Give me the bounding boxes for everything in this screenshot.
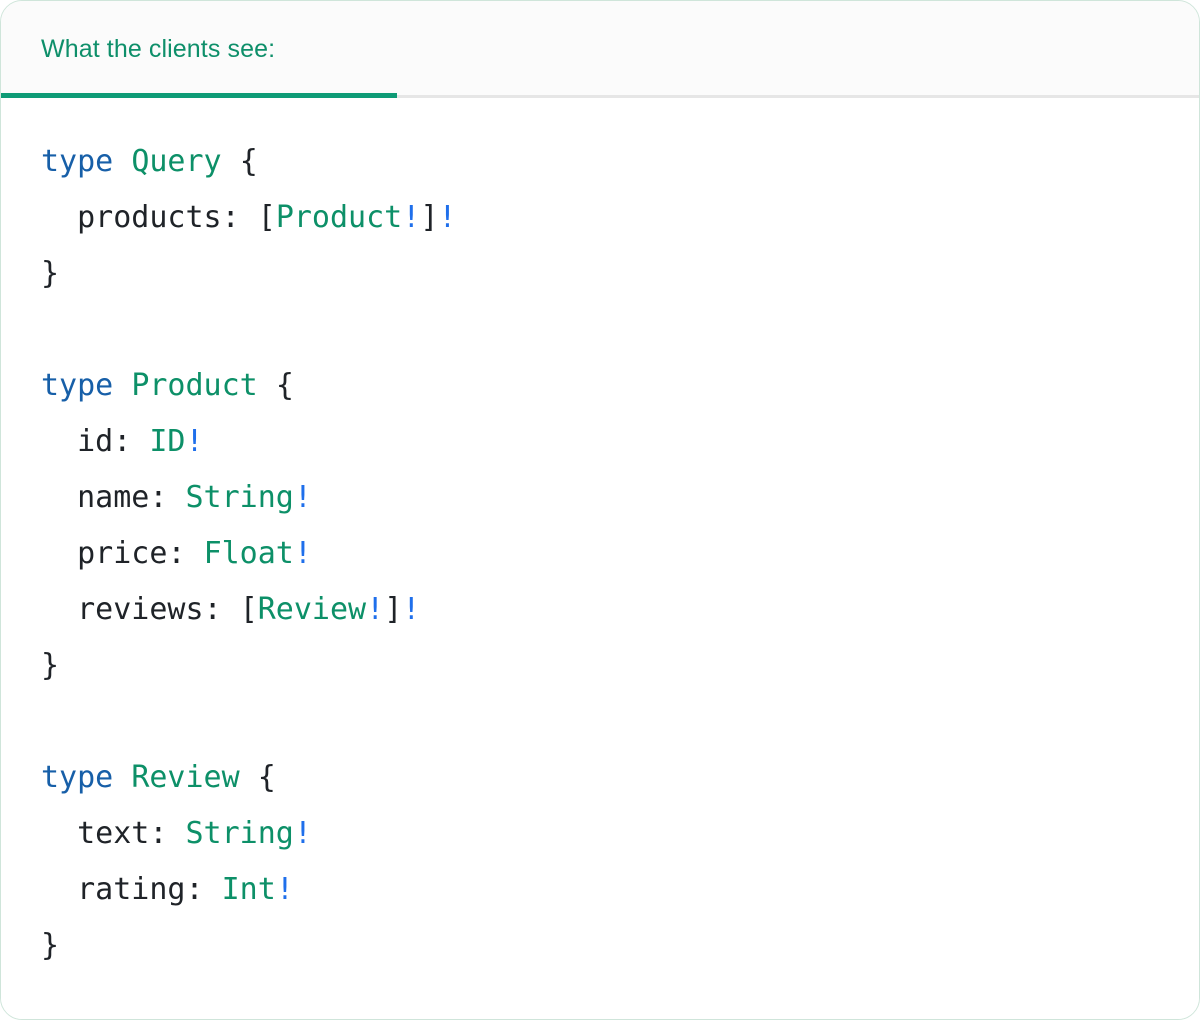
code-token-bang: ! [275,872,294,907]
code-line: rating: Int! [41,862,1159,918]
code-token-type: Int [221,872,276,907]
code-line: ​ [41,302,1159,358]
code-token-punct: : [149,480,186,515]
code-token-field: reviews [41,592,204,627]
code-token-bang: ! [402,200,421,235]
code-line: name: String! [41,470,1159,526]
code-line: reviews: [Review!]! [41,582,1159,638]
code-line: text: String! [41,806,1159,862]
code-token-kw: type [41,368,114,403]
code-token-type: Review [131,760,240,795]
code-panel: type Query { products: [Product!]!}​type… [1,98,1199,1019]
tab-active-indicator [1,93,397,98]
code-token-bang: ! [366,592,385,627]
code-token-punct: : [149,816,186,851]
code-token-kw: type [41,760,114,795]
code-token-field: products [41,200,222,235]
code-token-brace: } [41,256,60,291]
code-token-punct [258,368,276,403]
code-line: price: Float! [41,526,1159,582]
code-token-type: String [185,480,294,515]
code-token-type: Product [131,368,258,403]
code-token-bracket: ] [384,592,403,627]
code-token-punct [113,144,131,179]
code-token-bang: ! [438,200,457,235]
code-token-punct: : [113,424,150,459]
code-token-punct [113,760,131,795]
code-token-type: Query [131,144,222,179]
code-token-bang: ! [293,480,312,515]
code-token-bang: ! [293,816,312,851]
code-token-type: String [185,816,294,851]
code-token-bracket: ] [420,200,439,235]
code-token-type: Product [275,200,403,235]
code-token-brace: { [257,760,276,795]
code-token-brace: { [275,368,294,403]
code-token-bang: ! [185,424,204,459]
code-token-punct [240,760,258,795]
code-token-field: text [41,816,150,851]
code-line: products: [Product!]! [41,190,1159,246]
graphql-schema-code[interactable]: type Query { products: [Product!]!}​type… [41,134,1159,974]
code-token-type: Float [203,536,294,571]
code-token-bang: ! [293,536,312,571]
code-token-bang: ! [402,592,421,627]
code-token-punct: : [221,200,258,235]
code-token-brace: { [239,144,258,179]
code-token-field: price [41,536,168,571]
code-token-field: name [41,480,150,515]
code-token-brace: } [41,928,60,963]
code-token-punct: : [203,592,240,627]
code-token-type: ID [149,424,186,459]
tab-label: What the clients see: [41,35,276,63]
code-token-punct: : [185,872,222,907]
tab-what-the-clients-see[interactable]: What the clients see: [1,1,397,98]
code-line: } [41,638,1159,694]
code-line: type Product { [41,358,1159,414]
code-line: id: ID! [41,414,1159,470]
code-token-bracket: [ [239,592,258,627]
tab-strip: What the clients see: [1,1,1199,98]
code-token-field: rating [41,872,186,907]
code-token-punct [113,368,131,403]
code-line: } [41,246,1159,302]
code-line: ​ [41,694,1159,750]
code-token-type: Review [257,592,367,627]
code-line: type Query { [41,134,1159,190]
code-token-kw: type [41,144,114,179]
code-token-bracket: [ [257,200,276,235]
code-token-punct: : [167,536,204,571]
tab-strip-divider [1,95,1199,98]
code-token-punct [222,144,240,179]
code-token-brace: } [41,648,60,683]
code-token-field: id [41,424,114,459]
code-line: } [41,918,1159,974]
code-line: type Review { [41,750,1159,806]
